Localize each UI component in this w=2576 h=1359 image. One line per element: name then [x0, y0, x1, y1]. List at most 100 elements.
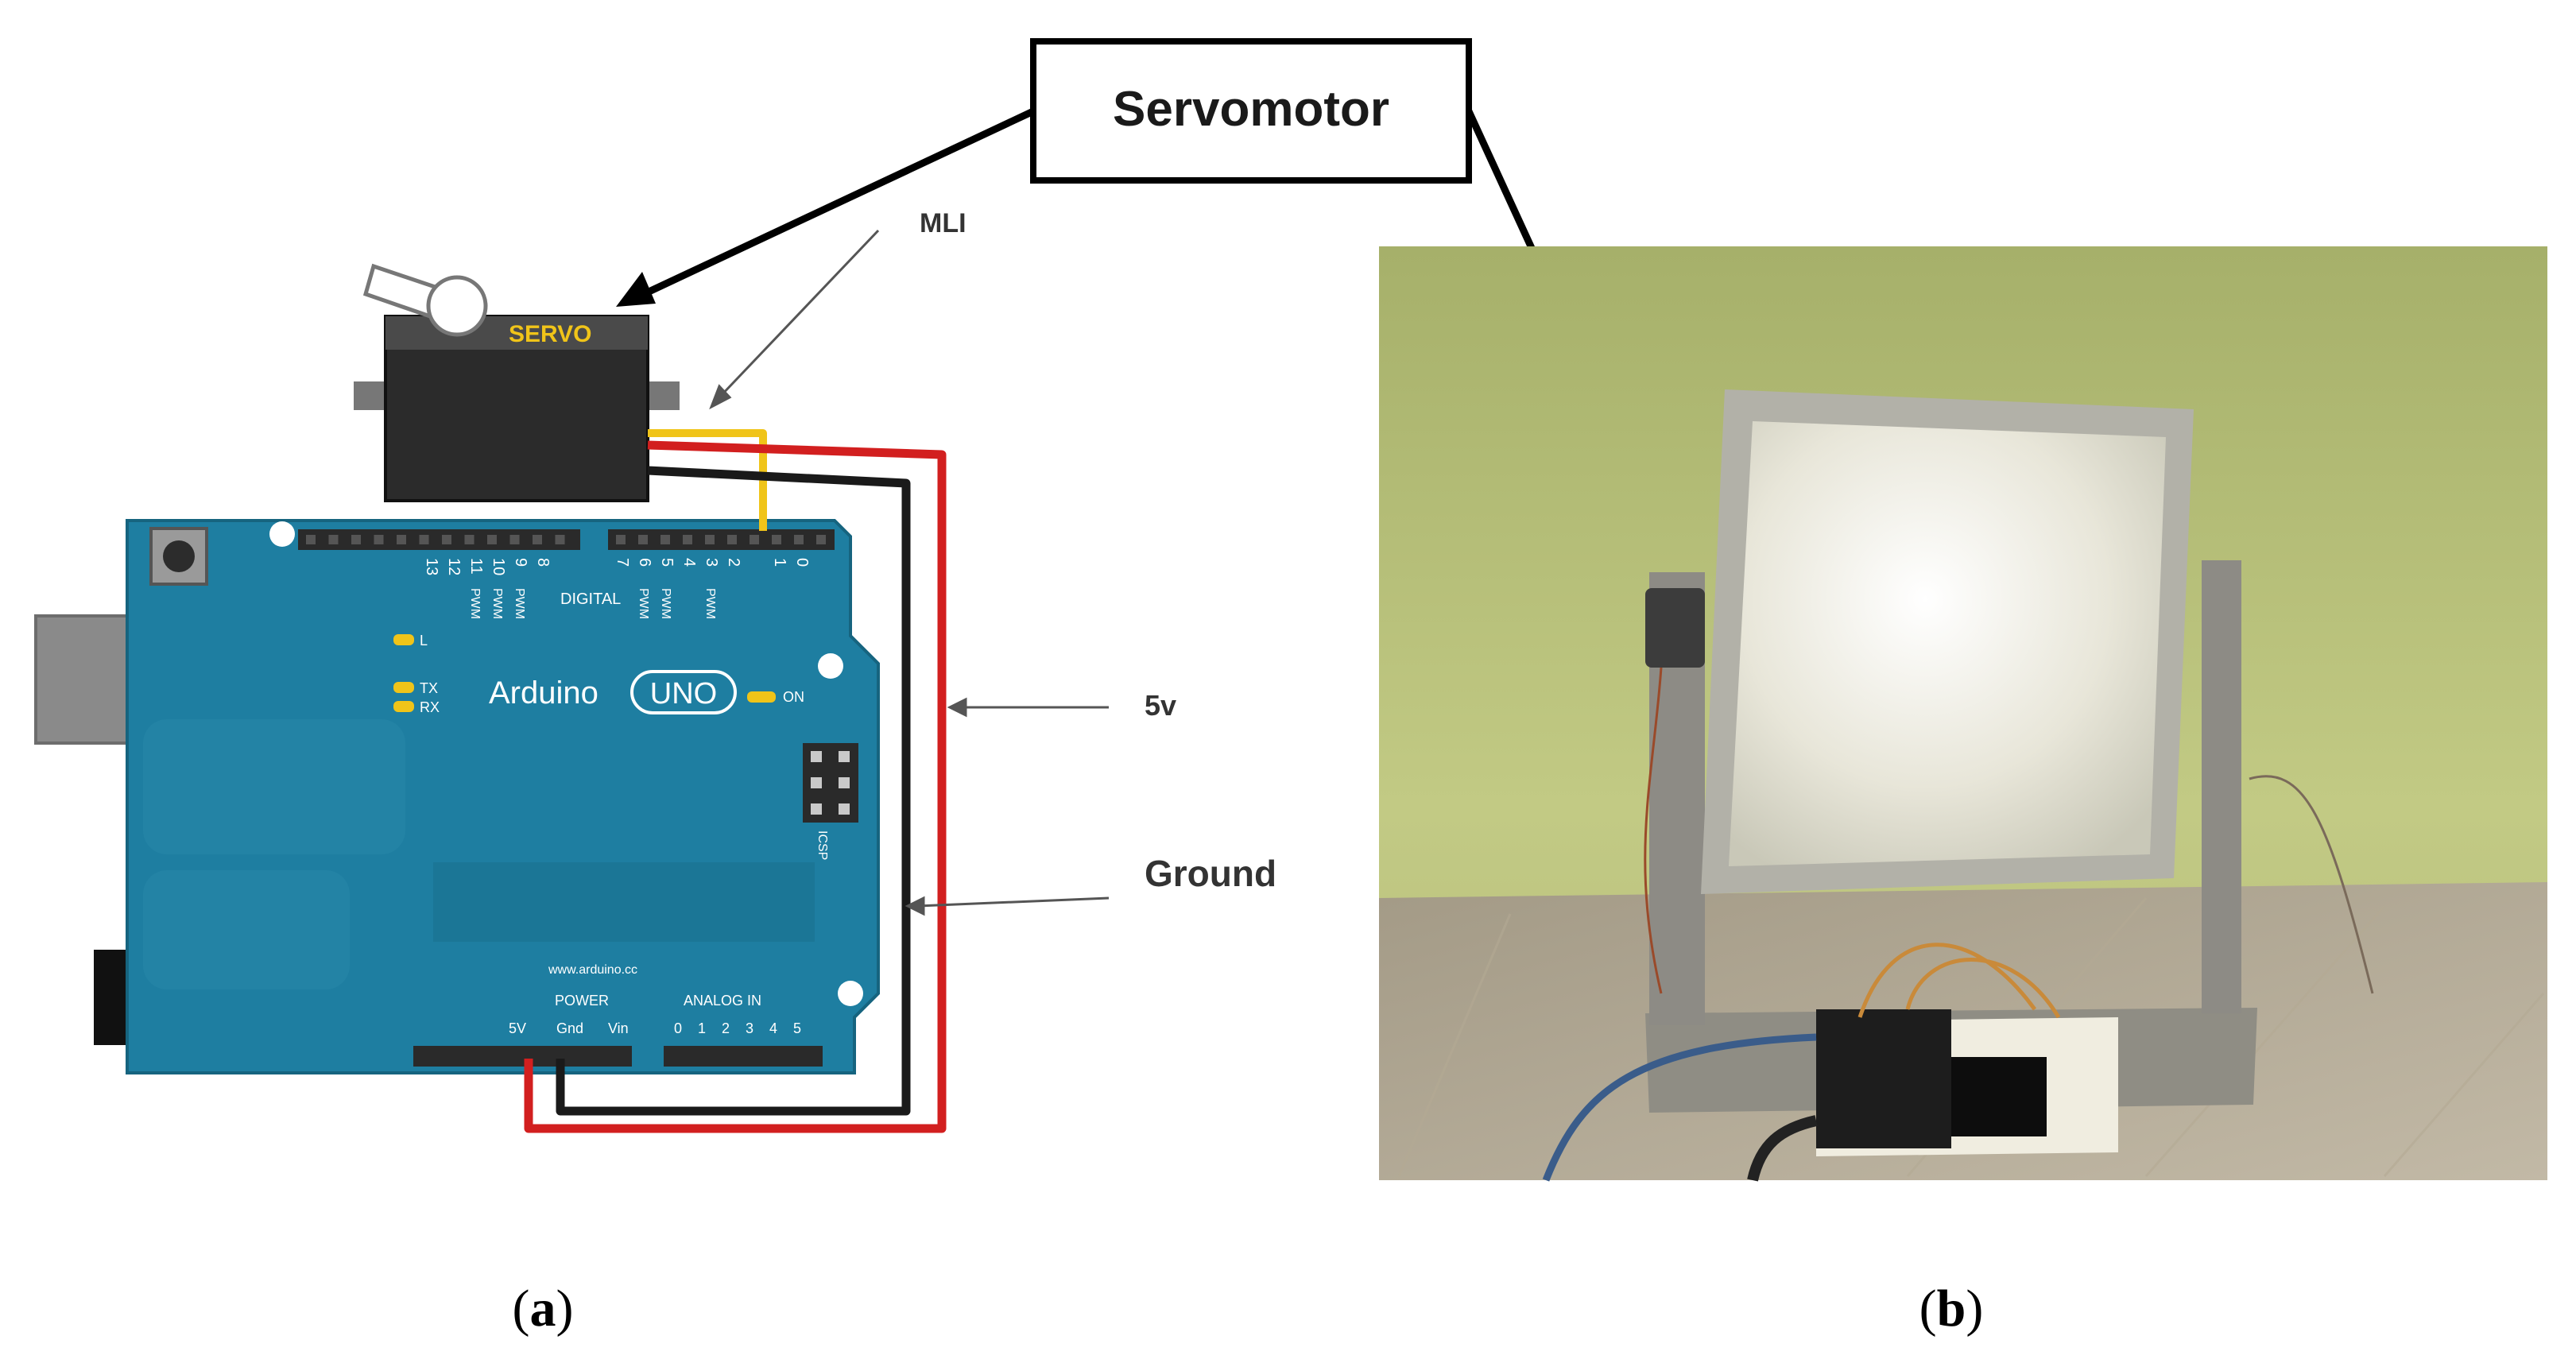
pin-label-8: 8	[534, 558, 552, 567]
digital-label: DIGITAL	[560, 590, 621, 608]
power-header	[413, 1046, 632, 1067]
pin-vin-label: Vin	[608, 1020, 629, 1036]
header-pin	[351, 535, 361, 544]
mounting-hole	[269, 521, 295, 547]
servo-in-photo	[1645, 588, 1705, 668]
jumper-wires	[1857, 943, 2061, 1019]
board-region	[143, 870, 350, 989]
panel-surface	[1729, 421, 2166, 866]
header-pin	[533, 535, 542, 544]
analog-pin-4: 4	[769, 1020, 777, 1036]
mli-arrow	[718, 229, 880, 399]
pin-label-3: 3	[703, 558, 720, 567]
header-pin	[816, 535, 826, 544]
header-pin	[374, 535, 384, 544]
pin-label-1: 1	[771, 558, 788, 567]
callout-arrowhead-a	[616, 272, 656, 307]
stand-post-right	[2202, 560, 2241, 1013]
pin-gnd-label: Gnd	[556, 1020, 583, 1036]
led-l	[393, 634, 414, 645]
wire-ground	[556, 466, 911, 1116]
pin-label-13: 13	[423, 558, 440, 575]
header-pin	[328, 535, 339, 544]
header-pin	[638, 535, 648, 544]
mli-arrowhead	[709, 384, 732, 410]
led-l-label: L	[420, 633, 428, 649]
floor-line	[2144, 905, 2386, 1177]
servo-wires	[524, 429, 947, 1133]
pwm-label: PWM	[703, 588, 717, 619]
header-pin	[683, 535, 692, 544]
pin-label-10: 10	[490, 558, 507, 575]
led-tx	[393, 682, 414, 693]
led-on	[747, 691, 776, 703]
mounting-hole	[818, 653, 843, 679]
icsp-pin	[839, 777, 850, 788]
header-pin	[660, 535, 670, 544]
annotation-arrows	[709, 229, 1110, 916]
caption-b-letter: b	[1937, 1280, 1966, 1338]
header-pin	[750, 535, 759, 544]
icsp-pin	[811, 803, 822, 815]
board-chip	[433, 862, 815, 942]
ground-label: Ground	[1145, 853, 1276, 894]
mli-label: MLI	[920, 208, 966, 238]
pin-label-6: 6	[636, 558, 653, 567]
analog-pin-3: 3	[746, 1020, 753, 1036]
pin-label-12: 12	[445, 558, 463, 575]
pwm-label: PWM	[659, 588, 672, 619]
wire-power	[524, 440, 947, 1133]
servo-brand: SERVO	[509, 321, 592, 347]
callout-arrow-a	[642, 107, 1035, 298]
mounting-hole	[838, 981, 863, 1006]
five-v-label: 5v	[1145, 689, 1176, 722]
pin-label-2: 2	[725, 558, 742, 567]
icsp-pin	[811, 777, 822, 788]
pwm-label: PWM	[637, 588, 650, 619]
arduino-in-photo	[1816, 1009, 1951, 1148]
board-region	[143, 719, 405, 854]
website-label: www.arduino.cc	[548, 963, 637, 977]
icsp-pin	[811, 751, 822, 762]
lcd-module	[1951, 1057, 2047, 1136]
header-pin	[772, 535, 781, 544]
analog-header	[664, 1046, 823, 1067]
icsp-pins	[811, 751, 850, 815]
icsp-pin	[839, 751, 850, 762]
servo-motor: SERVO	[354, 263, 680, 502]
header-pin	[464, 535, 475, 544]
icsp-label: ICSP	[815, 830, 829, 860]
pin-label-5: 5	[658, 558, 676, 567]
floor-line	[2383, 993, 2545, 1177]
analog-pin-1: 1	[698, 1020, 706, 1036]
caption-b: (b)	[1919, 1280, 1984, 1338]
callout-label: Servomotor	[1113, 82, 1389, 137]
header-pin	[509, 535, 520, 544]
five-v-arrowhead	[947, 697, 967, 718]
header-pin	[442, 535, 451, 544]
analog-in-label: ANALOG IN	[684, 993, 761, 1009]
power-label: POWER	[555, 993, 609, 1009]
servomotor-callout: Servomotor	[616, 38, 1689, 584]
header-pin	[487, 535, 497, 544]
led-rx-label: RX	[420, 699, 440, 715]
callout-box	[1030, 38, 1472, 184]
analog-pin-5: 5	[793, 1020, 801, 1036]
cable-black	[1747, 1115, 1818, 1182]
caption-a-letter: a	[530, 1280, 556, 1338]
digital-pin-labels: 13 12 11 10 9 8 7 6 5 4 3 2 1 0 DIGITAL …	[423, 558, 811, 619]
panel-a-wiring-diagram: 13 12 11 10 9 8 7 6 5 4 3 2 1 0 DIGITAL …	[34, 208, 1276, 1133]
pin-label-11: 11	[467, 558, 485, 575]
header-pin	[727, 535, 737, 544]
panel-b-photo	[1379, 246, 2547, 1182]
header-pin	[616, 535, 626, 544]
header-pin	[419, 535, 429, 544]
pin-label-9: 9	[512, 558, 529, 567]
pwm-label: PWM	[513, 588, 526, 619]
servo-lead	[1644, 667, 1663, 994]
led-on-label: ON	[783, 689, 804, 705]
led-rx	[393, 701, 414, 712]
analog-pin-0: 0	[674, 1020, 682, 1036]
uno-label: UNO	[650, 677, 717, 710]
